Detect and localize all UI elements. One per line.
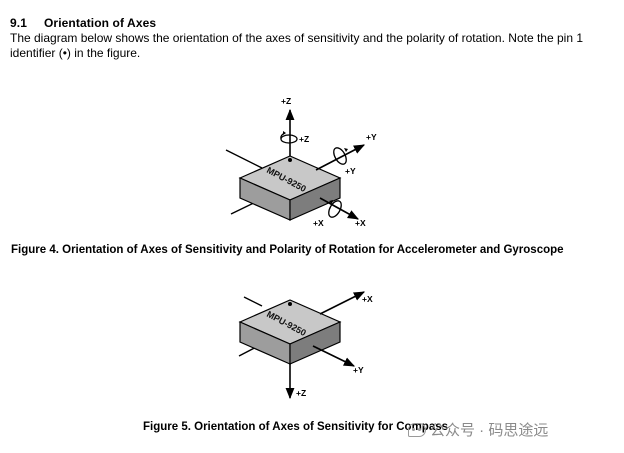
- watermark-text: 公众号 · 码思途远: [430, 422, 549, 439]
- section-title: Orientation of Axes: [44, 16, 157, 30]
- fig4-y-gyro-label: +Y: [345, 166, 356, 176]
- fig4-x-rotation-icon: [328, 200, 342, 218]
- fig4-x-axis-arrow: [319, 197, 359, 220]
- fig4-x-gyro-label: +X: [313, 218, 324, 228]
- fig4-y-axis-arrow: [315, 144, 365, 171]
- fig5-x-axis-arrow: [319, 291, 366, 315]
- fig5-pin1-dot: [288, 302, 292, 306]
- fig4-z-gyro-label: +Z: [299, 134, 309, 144]
- fig4-chip: MPU-9250: [238, 155, 342, 221]
- fig4-y-axis-back: [225, 149, 263, 169]
- fig4-z-accel-label: +Z: [281, 96, 291, 106]
- figure-4-caption: Figure 4. Orientation of Axes of Sensiti…: [11, 244, 564, 256]
- section-heading: 9.1 Orientation of Axes: [10, 16, 156, 30]
- fig4-x-accel-label: +X: [355, 218, 366, 228]
- fig5-y-label: +Y: [353, 365, 364, 375]
- figure-5-caption: Figure 5. Orientation of Axes of Sensiti…: [143, 421, 449, 433]
- intro-paragraph: The diagram below shows the orientation …: [10, 31, 583, 60]
- fig5-back-line-1: [243, 296, 263, 307]
- wechat-icon: [408, 422, 426, 437]
- fig5-z-label: +Z: [296, 388, 306, 398]
- watermark: 公众号 · 码思途远: [408, 419, 548, 440]
- fig4-z-rotation-icon: [280, 131, 298, 144]
- fig4-y-accel-label: +Y: [366, 132, 377, 142]
- section-number: 9.1: [10, 16, 27, 30]
- fig5-x-label: +X: [362, 294, 373, 304]
- fig4-pin1-dot: [288, 158, 292, 162]
- fig4-y-rotation-icon: [333, 147, 348, 165]
- fig5-y-axis-arrow: [312, 345, 356, 367]
- fig5-chip: MPU-9250: [238, 299, 342, 365]
